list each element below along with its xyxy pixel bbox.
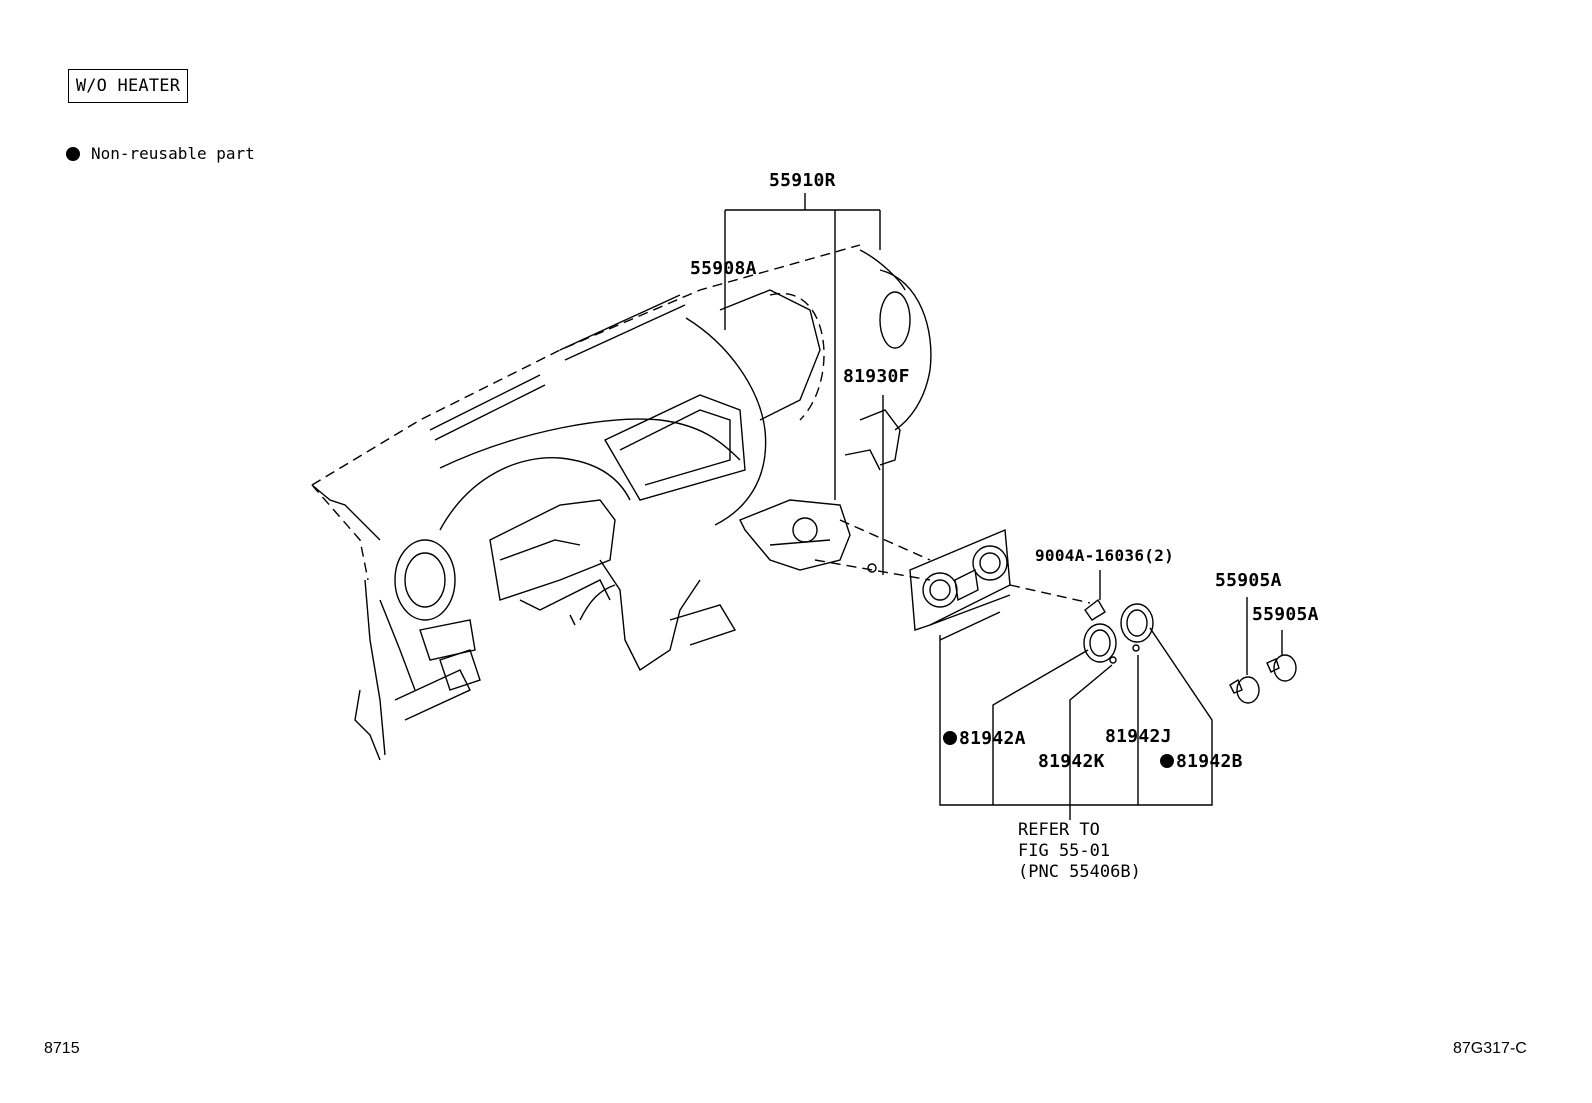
refer-note: REFER TO FIG 55-01 (PNC 55406B) xyxy=(1018,820,1141,883)
control-panel-drawing xyxy=(909,528,1091,641)
legend-text: Non-reusable part xyxy=(91,144,255,163)
callout-81942B: 81942B xyxy=(1160,753,1243,771)
non-reusable-dot-icon xyxy=(66,147,80,161)
refer-line-1: REFER TO xyxy=(1018,820,1100,840)
non-reusable-dot-icon xyxy=(1160,754,1174,768)
refer-line-2: FIG 55-01 xyxy=(1018,841,1111,861)
callout-9004A: 9004A-16036(2) xyxy=(1035,546,1175,565)
callout-55905A-1: 55905A xyxy=(1215,570,1282,591)
control-bracket-drawing xyxy=(739,499,931,581)
condition-tag: W/O HEATER xyxy=(68,69,188,103)
callout-81942K: 81942K xyxy=(1038,751,1105,772)
footer-right-code: 87G317-C xyxy=(1453,1040,1527,1057)
callout-81930F: 81930F xyxy=(843,366,910,387)
leader-55910R xyxy=(724,193,881,500)
rings-drawing xyxy=(1083,603,1154,664)
callout-81942J: 81942J xyxy=(1105,726,1172,747)
legend: Non-reusable part xyxy=(66,146,255,162)
refer-line-3: (PNC 55406B) xyxy=(1018,862,1141,882)
callout-81942A-text: 81942A xyxy=(959,728,1026,749)
non-reusable-dot-icon xyxy=(943,731,957,745)
callout-55905A-2: 55905A xyxy=(1252,604,1319,625)
condition-tag-text: W/O HEATER xyxy=(75,75,181,96)
callout-81942B-text: 81942B xyxy=(1176,751,1243,772)
callout-81942A: 81942A xyxy=(943,730,1026,748)
leaders-81942 xyxy=(939,627,1213,820)
knobs-drawing xyxy=(1229,597,1297,704)
callout-55910R: 55910R xyxy=(769,170,836,191)
callout-55908A: 55908A xyxy=(690,258,757,279)
screw-9004A-drawing xyxy=(1084,570,1106,621)
footer-left-code: 8715 xyxy=(44,1040,80,1057)
instrument-panel-drawing xyxy=(311,244,932,761)
